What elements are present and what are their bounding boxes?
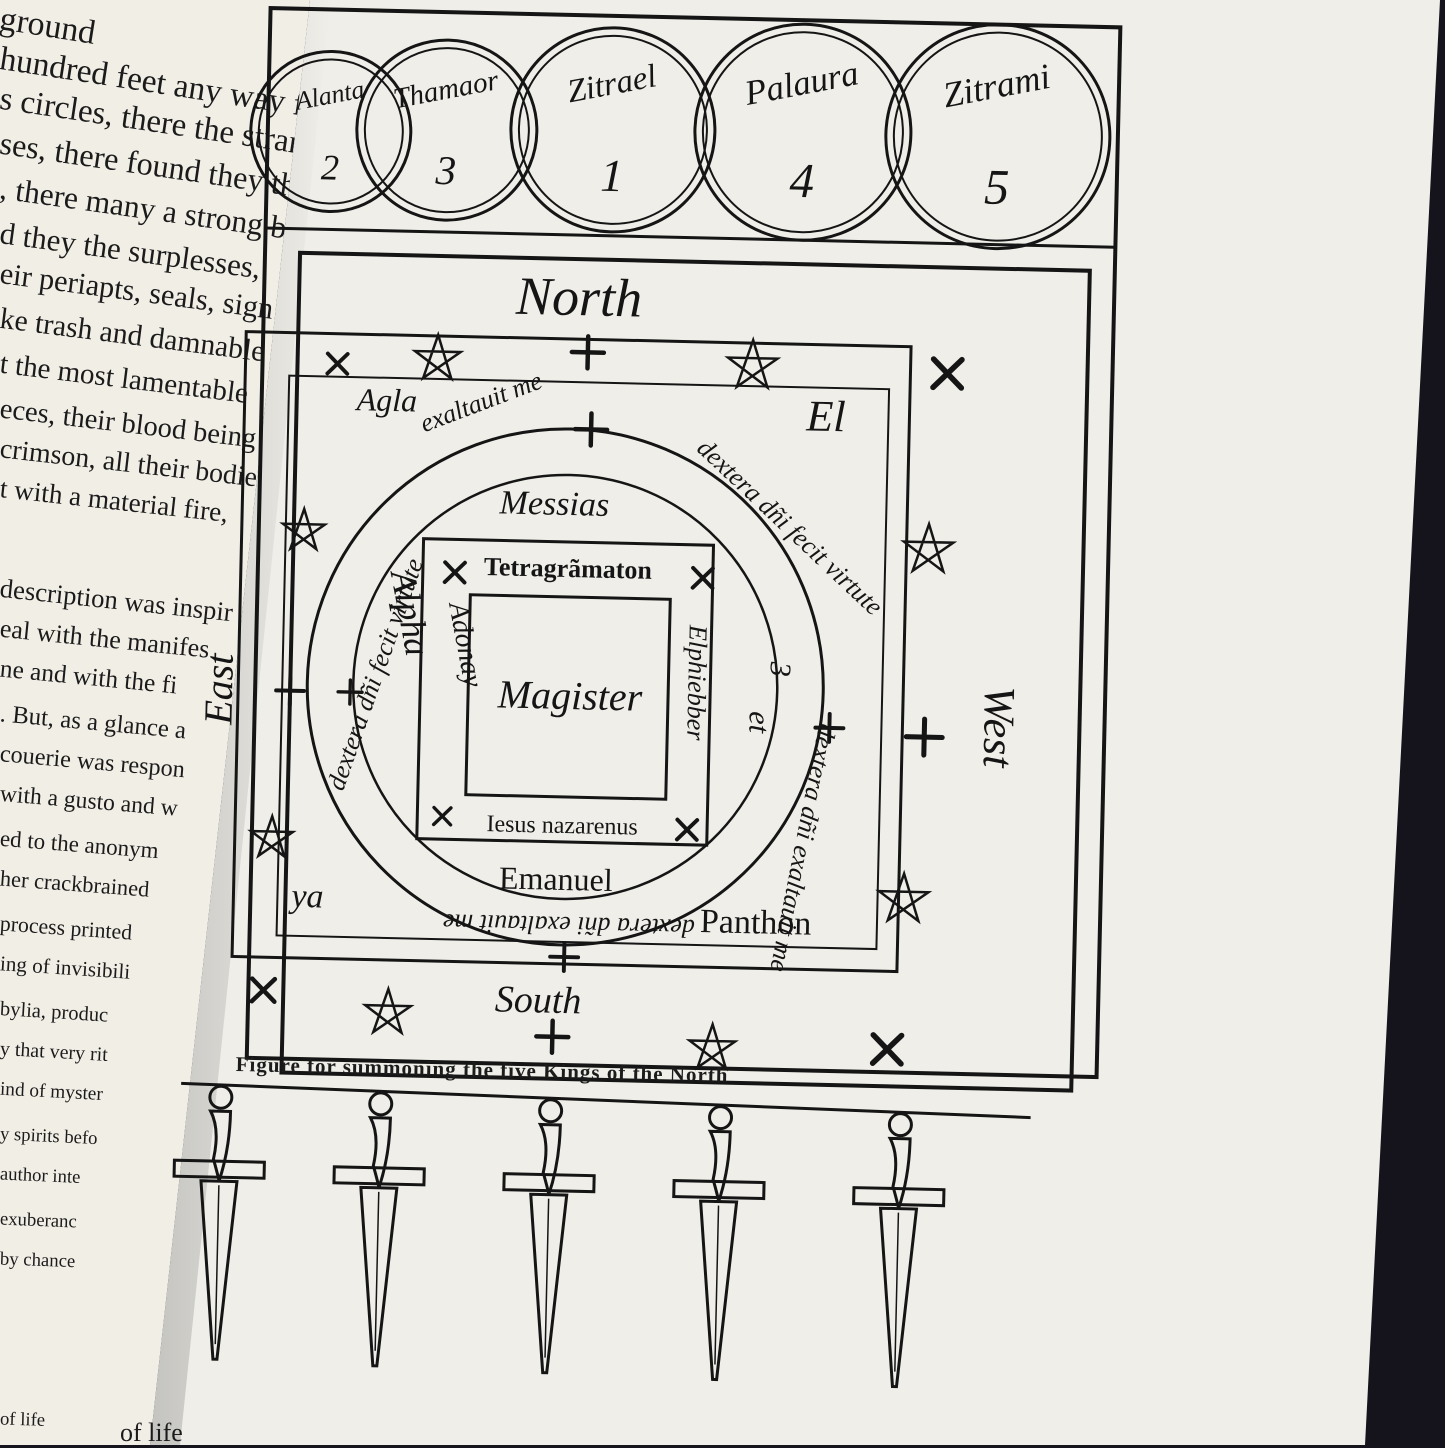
dagger-icon xyxy=(332,1091,426,1368)
cross-symbol xyxy=(274,674,307,707)
label-et: et xyxy=(742,711,775,734)
dagger-icon xyxy=(672,1105,766,1382)
cross-symbol xyxy=(569,334,607,371)
king-number: 4 xyxy=(789,153,815,209)
king-number: 5 xyxy=(984,159,1010,216)
name-agla: Agla xyxy=(354,381,417,418)
cross-symbol xyxy=(534,1018,571,1055)
outer-ring xyxy=(305,427,825,947)
label-omega: 3 xyxy=(764,660,797,677)
king-circle-inner xyxy=(363,47,530,214)
dagger-icon xyxy=(852,1112,946,1389)
pentagram-symbol xyxy=(685,1020,739,1072)
name-panthon: Panthon xyxy=(700,903,812,943)
cross-symbol xyxy=(690,565,715,591)
main-square xyxy=(279,250,1092,1093)
cross-symbol xyxy=(548,941,581,973)
cross-symbol xyxy=(325,351,350,376)
inner-bottom-text: Iesus nazarenus xyxy=(486,811,638,840)
king-circle xyxy=(509,26,717,234)
cross-symbol xyxy=(813,711,846,744)
king-circle xyxy=(693,22,913,242)
cross-symbol xyxy=(572,411,610,448)
king-name: Thamaor xyxy=(391,64,502,115)
pentagram-symbol xyxy=(411,330,465,383)
outer-frame xyxy=(244,6,1123,1080)
cross-symbol xyxy=(442,560,467,585)
king-circle xyxy=(884,23,1112,251)
ring-text-top: exaltauit me xyxy=(416,366,546,438)
dagger-band-line xyxy=(181,1081,1031,1120)
king-circle xyxy=(355,38,539,222)
inner-right-text: Elphiebber xyxy=(681,624,713,742)
cross-symbol xyxy=(903,716,945,758)
king-circle-inner xyxy=(892,31,1103,242)
direction-south: South xyxy=(494,978,581,1022)
cross-symbol xyxy=(431,805,453,827)
king-number: 2 xyxy=(321,147,340,187)
center-magister: Magister xyxy=(496,671,643,719)
king-circle-inner xyxy=(517,34,708,225)
ring-text-top-right: dextera dñi fecit virtute xyxy=(692,433,889,621)
pentagram-symbol xyxy=(247,812,297,860)
cross-symbol xyxy=(674,817,700,842)
ring-text-bottom: dextera dñi exaltauit me xyxy=(443,908,696,943)
inner-ring xyxy=(352,473,779,901)
circles-band-line xyxy=(265,226,1116,249)
dagger-icon xyxy=(502,1098,596,1375)
name-ya: ya xyxy=(288,878,324,916)
cross-symbol xyxy=(930,356,965,391)
name-emanuel: Emanuel xyxy=(499,859,614,898)
name-el: El xyxy=(805,391,846,441)
inner-square xyxy=(415,537,716,847)
cross-symbol xyxy=(869,1032,905,1067)
king-number: 1 xyxy=(600,150,624,202)
cross-symbol xyxy=(249,976,278,1004)
center-square xyxy=(464,593,672,801)
king-name: Zitrami xyxy=(940,56,1054,115)
inner-top-text: Tetragrãmaton xyxy=(484,552,653,585)
king-name: Palaura xyxy=(741,53,862,113)
king-circle-inner xyxy=(701,31,904,234)
king-circle xyxy=(249,49,413,213)
king-name: Alanta xyxy=(291,74,366,116)
king-name: Zitrael xyxy=(564,58,659,110)
direction-north: North xyxy=(514,266,642,329)
left-page-last-line: of life xyxy=(120,1418,183,1447)
name-messias: Messias xyxy=(498,484,609,523)
pentagram-symbol xyxy=(900,520,958,575)
dagger-icon xyxy=(172,1084,266,1361)
inner-left-text: Adonay xyxy=(442,598,489,690)
pentagram-symbol xyxy=(875,869,933,925)
pentagram-symbol xyxy=(724,336,782,391)
middle-square-inner xyxy=(275,374,891,951)
king-circle-inner xyxy=(257,58,404,205)
pentagram-symbol xyxy=(279,504,329,553)
pentagram-symbol xyxy=(361,984,415,1037)
cross-symbol xyxy=(336,678,364,706)
king-number: 3 xyxy=(434,147,457,193)
direction-west: West xyxy=(974,685,1025,769)
direction-east: East xyxy=(195,652,242,726)
